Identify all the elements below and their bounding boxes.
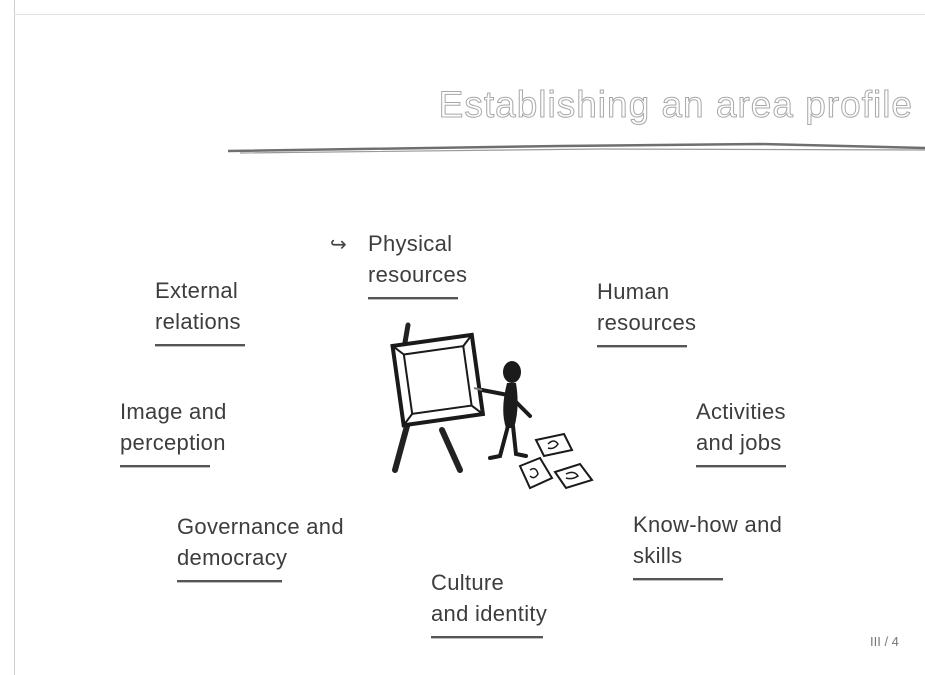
topic-underline (155, 344, 245, 347)
title-underline (227, 142, 925, 154)
topic-human-resources: Human resources (597, 276, 696, 348)
topic-underline (368, 297, 458, 300)
topic-activities-and-jobs: Activities and jobs (696, 396, 786, 468)
topic-label: External (155, 278, 239, 303)
topic-underline (633, 578, 723, 581)
topic-label: and jobs (696, 430, 782, 455)
topic-label: resources (597, 310, 697, 335)
topic-external-relations: External relations (155, 275, 245, 347)
topic-label: Image and (120, 399, 227, 424)
topic-label: and identity (431, 601, 548, 626)
topic-label: resources (368, 262, 468, 287)
slide-border-left (14, 0, 15, 675)
topic-governance-and-democracy: Governance and democracy (177, 511, 344, 583)
topic-label: skills (633, 543, 683, 568)
slide-border-top (14, 14, 925, 15)
topic-underline (431, 636, 543, 639)
topic-label: perception (120, 430, 226, 455)
topic-label: Physical (368, 231, 453, 256)
topic-underline (696, 465, 786, 468)
topic-culture-and-identity: Culture and identity (431, 567, 547, 639)
topic-label: Activities (696, 399, 786, 424)
topic-label: Governance and (177, 514, 344, 539)
topic-label: democracy (177, 545, 288, 570)
page-number: III / 4 (870, 634, 899, 649)
topic-label: relations (155, 309, 241, 334)
topic-label: Human (597, 279, 670, 304)
painter-at-easel-illustration (390, 322, 594, 490)
curved-arrow-icon: ↪ (330, 234, 347, 256)
topic-label: Know-how and (633, 512, 783, 537)
topic-underline (597, 345, 687, 348)
topic-label: Culture (431, 570, 505, 595)
slide-title: Establishing an area profile (438, 84, 913, 126)
topic-image-and-perception: Image and perception (120, 396, 227, 468)
topic-physical-resources: Physical resources (368, 228, 467, 300)
topic-underline (120, 465, 210, 468)
topic-underline (177, 580, 282, 583)
topic-know-how-and-skills: Know-how and skills (633, 509, 782, 581)
